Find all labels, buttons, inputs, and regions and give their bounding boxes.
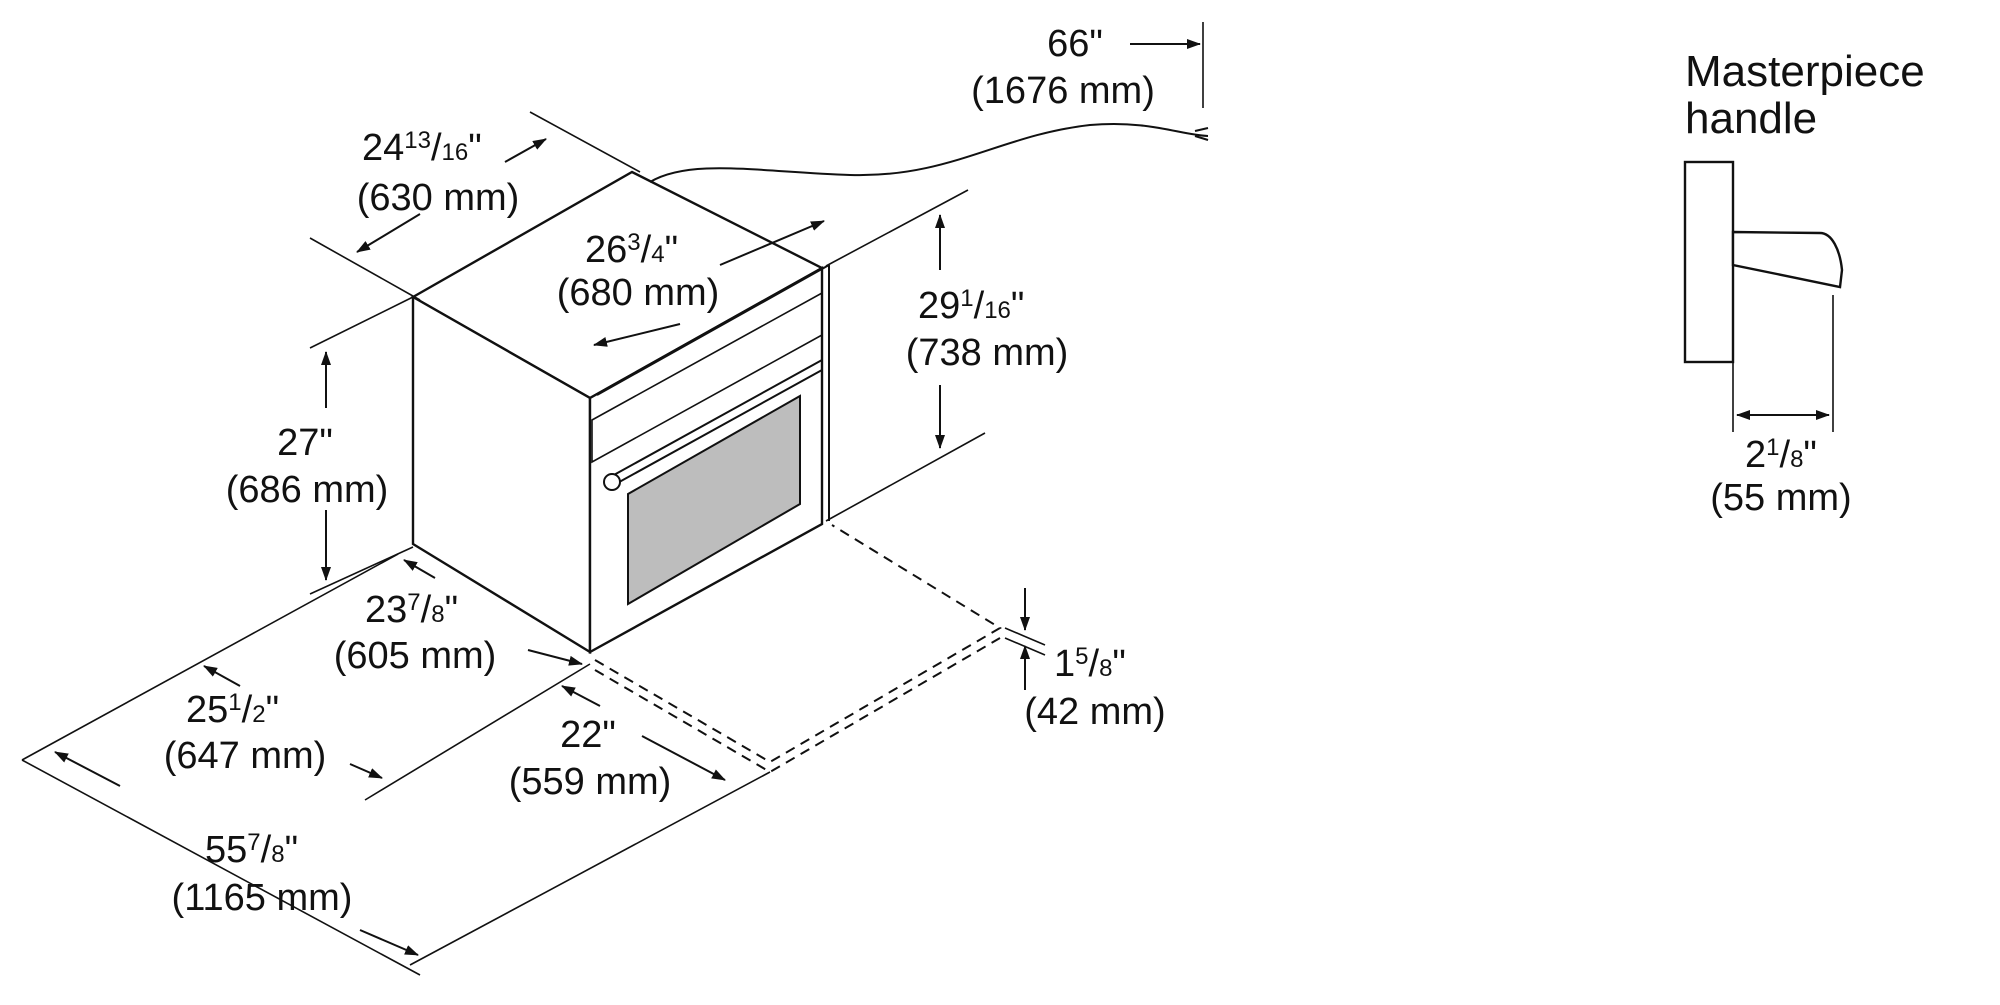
power-cord	[649, 123, 1209, 183]
handle-bar-profile	[1731, 230, 1844, 289]
front-width-mm: (680 mm)	[557, 272, 720, 314]
control-panel	[591, 291, 823, 464]
total-depth-mm: (1165 mm)	[172, 877, 353, 919]
label-door-clearance: 22" (559 mm)	[509, 714, 672, 803]
extension-lines	[21, 22, 1204, 976]
front-width-inch: 263/4"	[585, 229, 678, 271]
cutout-outline	[594, 524, 1002, 774]
oven-window	[627, 394, 801, 606]
label-cutout-depth-min: 237/8" (605 mm)	[334, 589, 497, 677]
handle-title-line1: Masterpiece	[1685, 47, 1925, 96]
label-front-width: 263/4" (680 mm)	[557, 229, 720, 314]
cutout-depth-min-mm: (605 mm)	[334, 635, 497, 677]
oven-body	[410, 170, 830, 655]
side-height-inch: 27"	[277, 422, 333, 464]
label-total-depth: 557/8" (1165 mm)	[172, 829, 353, 919]
oven-door-handle	[603, 359, 823, 491]
total-depth-inch: 557/8"	[205, 829, 298, 871]
label-front-height: 291/16" (738 mm)	[906, 285, 1069, 374]
cutout-depth-min-inch: 237/8"	[365, 589, 458, 631]
handle-depth-mm: (55 mm)	[1710, 477, 1851, 519]
handle-mount-plate	[1683, 160, 1735, 364]
label-cutout-depth: 251/2" (647 mm)	[164, 689, 327, 777]
cord-length-mm: (1676 mm)	[971, 70, 1155, 112]
depth-top-inch: 2413/16"	[362, 127, 482, 169]
door-thickness-mm: (42 mm)	[1024, 691, 1165, 733]
label-cord-length: 66" (1676 mm)	[971, 23, 1155, 112]
depth-top-mm: (630 mm)	[357, 177, 520, 219]
cutout-depth-mm: (647 mm)	[164, 735, 327, 777]
handle-detail: Masterpiece handle 21/8" (55 mm)	[1683, 47, 1925, 519]
door-clearance-inch: 22"	[560, 714, 616, 756]
door-clearance-mm: (559 mm)	[509, 761, 672, 803]
side-height-mm: (686 mm)	[226, 469, 389, 511]
label-depth-top: 2413/16" (630 mm)	[357, 127, 520, 219]
cord-length-inch: 66"	[1047, 23, 1103, 65]
handle-depth-inch: 21/8"	[1745, 434, 1817, 476]
power-cord-end	[1194, 127, 1209, 141]
dimension-arrows	[54, 39, 1201, 956]
door-thickness-inch: 15/8"	[1054, 643, 1126, 685]
front-height-inch: 291/16"	[918, 285, 1024, 327]
handle-title-line2: handle	[1685, 94, 1817, 143]
cutout-depth-inch: 251/2"	[186, 689, 279, 731]
label-door-thickness: 15/8" (42 mm)	[1024, 643, 1165, 733]
oven-front-top-trim	[596, 264, 830, 396]
label-side-height: 27" (686 mm)	[226, 422, 389, 511]
front-height-mm: (738 mm)	[906, 332, 1069, 374]
